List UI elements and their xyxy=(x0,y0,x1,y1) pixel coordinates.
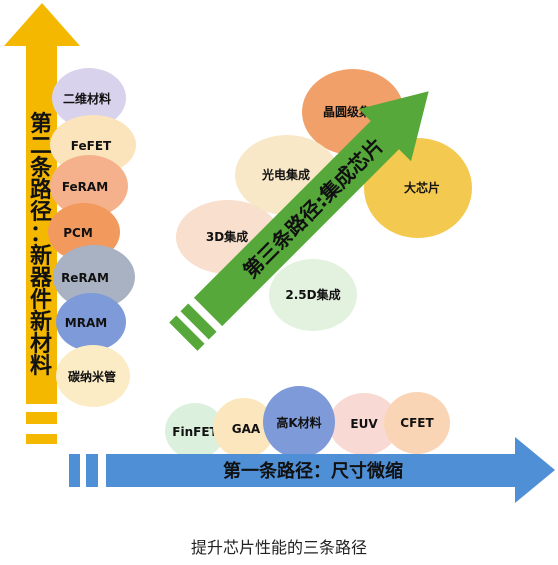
path3-bubble-4: 2.5D集成 xyxy=(269,259,357,331)
path3-label-2: 大芯片 xyxy=(404,180,440,195)
path2-arrow-stripe-2 xyxy=(26,434,57,444)
path2-title-char: 第 xyxy=(30,111,52,137)
path1-label-3: EUV xyxy=(350,417,378,431)
path3-label-1: 光电集成 xyxy=(261,167,310,182)
path2-title-char: 二 xyxy=(30,134,52,159)
path1-bubble-1: GAA xyxy=(213,398,275,458)
path3-label-4: 2.5D集成 xyxy=(285,287,340,302)
path2-title-char: 新 xyxy=(30,243,52,269)
path3-arrow-body xyxy=(193,91,429,327)
path1-bubble-4: CFET xyxy=(384,392,450,454)
path2-bubble-2: FeRAM xyxy=(50,155,128,217)
path1-title: 第一条路径：尺寸微缩 xyxy=(223,460,403,482)
path1-bubble-3: EUV xyxy=(329,393,399,455)
path2-label-1: FeFET xyxy=(71,139,112,153)
path3-bubble-2: 大芯片 xyxy=(364,138,472,238)
path2-label-0: 二维材料 xyxy=(63,91,111,106)
path1-bubble-2: 高K材料 xyxy=(263,386,335,458)
path2-bubble-4: ReRAM xyxy=(53,245,135,309)
caption: 提升芯片性能的三条路径 xyxy=(191,538,367,557)
path2-title-char: 新 xyxy=(30,309,52,335)
path2-title-char: 路 xyxy=(30,177,53,203)
path2-bubble-5: MRAM xyxy=(56,293,126,351)
path1-label-0: FinFET xyxy=(172,425,218,439)
path2-label-3: PCM xyxy=(63,226,93,240)
path2-arrow-stripe-1 xyxy=(26,412,57,424)
path2-title-char: 材 xyxy=(30,332,52,357)
path2-arrow-body xyxy=(4,3,80,404)
path2-title-char: ： xyxy=(30,222,52,247)
path2-title-char: 条 xyxy=(29,155,53,181)
path2-title-char: 径 xyxy=(30,199,52,225)
path3-label-3: 3D集成 xyxy=(206,229,248,244)
path2-bubble-6: 碳纳米管 xyxy=(56,345,130,407)
path2-label-5: MRAM xyxy=(65,316,107,330)
path1-label-1: GAA xyxy=(232,422,261,436)
path1-label-4: CFET xyxy=(400,416,434,430)
path1-bubble-0: FinFET xyxy=(165,403,225,459)
path1-arrow-body xyxy=(106,437,555,503)
path2-label-6: 碳纳米管 xyxy=(68,369,116,384)
path2-title-char: 料 xyxy=(30,354,52,379)
path2-title-char: 器 xyxy=(29,266,53,291)
path1-arrow-stripe-2 xyxy=(86,454,98,487)
path1-arrow-stripe-1 xyxy=(69,454,80,487)
path2-bubble-0: 二维材料 xyxy=(52,68,126,128)
path1-label-2: 高K材料 xyxy=(276,415,321,430)
path1-arrow: 第一条路径：尺寸微缩 xyxy=(69,437,555,503)
path2-arrow xyxy=(4,3,80,444)
path2-label-2: FeRAM xyxy=(62,180,108,194)
path3-arrow-stripe-2 xyxy=(169,315,205,351)
path2-label-4: ReRAM xyxy=(61,271,109,285)
path3-arrow-stripe-1 xyxy=(180,303,217,340)
path2-title-char: 件 xyxy=(30,288,52,313)
